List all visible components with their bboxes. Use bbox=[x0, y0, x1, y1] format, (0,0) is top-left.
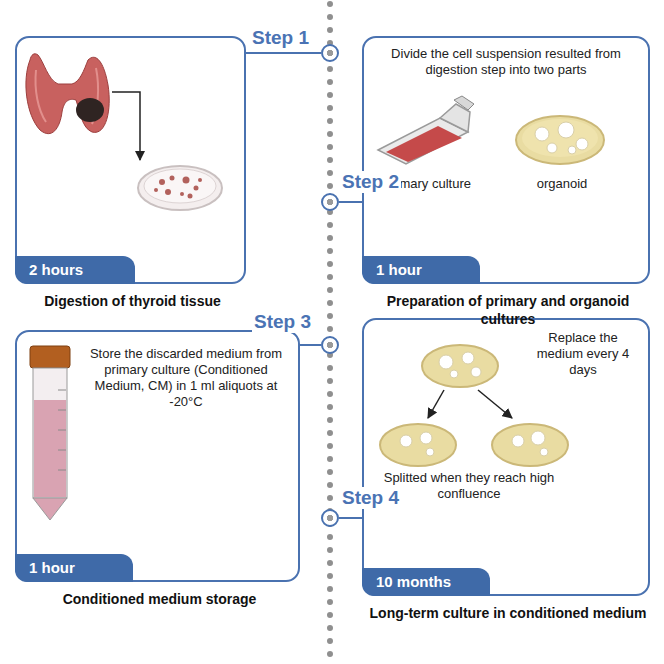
flow-arrow bbox=[112, 92, 140, 160]
step-label: Step 1 bbox=[250, 27, 311, 49]
duration-label: 1 hour bbox=[362, 256, 480, 284]
storage-tube bbox=[30, 346, 70, 520]
step-caption: Long-term culture in conditioned medium bbox=[364, 604, 652, 622]
organoid-dish bbox=[380, 345, 568, 466]
step-marker: Step 4 bbox=[321, 509, 339, 527]
split-arrow bbox=[428, 390, 444, 418]
duration-tab: 2 hours bbox=[15, 256, 135, 284]
duration-tab: 1 hour bbox=[15, 554, 133, 582]
organoid-dish bbox=[516, 116, 604, 164]
step-marker: Step 2 bbox=[321, 193, 339, 211]
step-description: Replace the medium every 4 days bbox=[524, 330, 642, 378]
step-connector bbox=[339, 201, 362, 203]
step-box: Divide the cell suspension resulted from… bbox=[362, 36, 650, 284]
step-box: Digestion of thyroid tissue2 hours bbox=[15, 36, 246, 284]
duration-label: 10 months bbox=[362, 568, 490, 596]
duration-label: 2 hours bbox=[15, 256, 135, 284]
duration-tab: 1 hour bbox=[362, 256, 480, 284]
step-description: Divide the cell suspension resulted from… bbox=[380, 46, 632, 78]
split-arrow bbox=[478, 390, 512, 418]
image-label: organoid bbox=[514, 176, 610, 192]
petri-dish bbox=[138, 166, 222, 210]
step-caption: Digestion of thyroid tissue bbox=[17, 292, 248, 310]
duration-label: 1 hour bbox=[15, 554, 133, 582]
thyroid-illustration bbox=[26, 54, 109, 134]
step-connector bbox=[339, 517, 362, 519]
timeline-spine bbox=[327, 4, 333, 660]
step-label: Step 2 bbox=[340, 171, 401, 193]
step-description: Splitted when they reach high confluence bbox=[374, 470, 564, 502]
step-caption: Conditioned medium storage bbox=[17, 590, 302, 608]
step-box: Replace the medium every 4 daysSplitted … bbox=[362, 318, 650, 596]
step-label: Step 3 bbox=[252, 311, 313, 333]
step-marker: Step 3 bbox=[321, 336, 339, 354]
step-box: Store the discarded medium from primary … bbox=[15, 330, 300, 582]
step-connector bbox=[300, 344, 321, 346]
step-connector bbox=[246, 52, 321, 54]
step-marker: Step 1 bbox=[321, 44, 339, 62]
step-description: Store the discarded medium from primary … bbox=[81, 346, 291, 410]
culture-flask bbox=[378, 96, 474, 164]
step-label: Step 4 bbox=[340, 487, 401, 509]
step-caption: Preparation of primary and organoid cult… bbox=[364, 292, 652, 328]
duration-tab: 10 months bbox=[362, 568, 490, 596]
